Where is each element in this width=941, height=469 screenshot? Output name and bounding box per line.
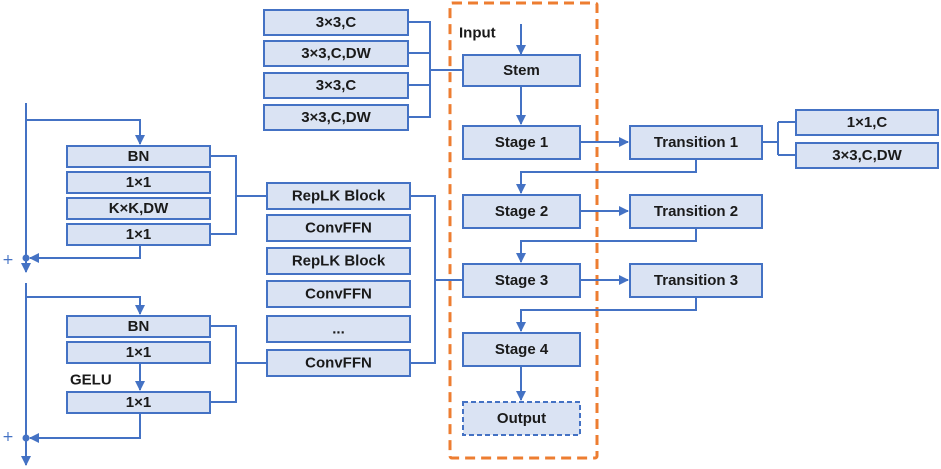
stage-block-replk-1-label: RepLK Block	[292, 188, 386, 205]
stage-block-ellipsis-label: ...	[332, 321, 345, 338]
stage-block-ellipsis: ...	[266, 315, 411, 343]
stage-block-replk-1: RepLK Block	[266, 182, 411, 210]
stem-label: Stem	[503, 62, 540, 79]
transition-detail-conv2: 3×3,C,DW	[795, 142, 939, 169]
stage-block-convffn-2: ConvFFN	[266, 280, 411, 308]
replk-plus-sign: +	[2, 252, 14, 268]
transition2-label: Transition 2	[654, 203, 738, 220]
replk-add-node	[22, 254, 30, 262]
ffn-add-node	[22, 434, 30, 442]
replk-bn: BN	[66, 145, 211, 168]
stage-blocks-bracket	[410, 195, 463, 364]
stage-block-replk-2-label: RepLK Block	[292, 253, 386, 270]
stage-block-convffn-last: ConvFFN	[266, 349, 411, 377]
stem-node: Stem	[462, 54, 581, 87]
ffn-gelu-label: GELU	[70, 372, 112, 389]
ffn-exit-arrow	[29, 413, 141, 443]
stem-detail-c1: 3×3,C	[263, 9, 409, 36]
replk-conv1x1-b-label: 1×1	[126, 226, 151, 243]
transition2-node: Transition 2	[629, 194, 763, 229]
transition1-node: Transition 1	[629, 125, 763, 160]
stage-block-convffn-last-label: ConvFFN	[305, 355, 372, 372]
stem-detail-c4: 3×3,C,DW	[263, 104, 409, 131]
stage-block-replk-2: RepLK Block	[266, 247, 411, 275]
stem-detail-c1-label: 3×3,C	[316, 14, 357, 31]
transition-detail-conv1-label: 1×1,C	[847, 114, 888, 131]
stage2-label: Stage 2	[495, 203, 548, 220]
replk-conv1x1-a-label: 1×1	[126, 174, 151, 191]
output-label: Output	[497, 410, 546, 427]
transition3-to-stage4-arrow	[516, 297, 697, 332]
stem-detail-c3-label: 3×3,C	[316, 77, 357, 94]
ffn-to-block-bracket	[210, 325, 267, 403]
replk-to-block-bracket	[210, 155, 267, 235]
pipeline-frame	[448, 1, 599, 460]
ffn-conv1x1-b: 1×1	[66, 391, 211, 414]
replk-kxk-dw: K×K,DW	[66, 197, 211, 220]
stage3-label: Stage 3	[495, 272, 548, 289]
stage1-node: Stage 1	[462, 125, 581, 160]
replk-conv1x1-a: 1×1	[66, 171, 211, 194]
ffn-conv1x1-a-label: 1×1	[126, 344, 151, 361]
replk-conv1x1-b: 1×1	[66, 223, 211, 246]
transition3-label: Transition 3	[654, 272, 738, 289]
stage-block-convffn-1-label: ConvFFN	[305, 220, 372, 237]
transition-detail-conv1: 1×1,C	[795, 109, 939, 136]
replk-entry-arrow	[26, 119, 145, 145]
stem-detail-bracket	[408, 21, 463, 118]
transition-detail-conv2-label: 3×3,C,DW	[832, 147, 902, 164]
ffn-bn-label: BN	[128, 318, 150, 335]
ffn-conv1x1-a: 1×1	[66, 341, 211, 364]
ffn-plus-sign: +	[2, 429, 14, 445]
stage2-node: Stage 2	[462, 194, 581, 229]
replk-bn-label: BN	[128, 148, 150, 165]
transition-detail-bracket	[762, 121, 796, 156]
stage-block-convffn-1: ConvFFN	[266, 214, 411, 242]
transition3-node: Transition 3	[629, 263, 763, 298]
transition2-to-stage3-arrow	[516, 228, 697, 263]
input-label: Input	[459, 25, 496, 42]
stem-detail-c2: 3×3,C,DW	[263, 40, 409, 67]
ffn-conv1x1-b-label: 1×1	[126, 394, 151, 411]
stage4-node: Stage 4	[462, 332, 581, 367]
ffn-entry-arrow	[26, 296, 145, 315]
ffn-bn: BN	[66, 315, 211, 338]
stage1-label: Stage 1	[495, 134, 548, 151]
output-node: Output	[462, 401, 581, 436]
stage3-node: Stage 3	[462, 263, 581, 298]
stem-detail-c2-label: 3×3,C,DW	[301, 45, 371, 62]
replk-exit-arrow	[29, 245, 141, 263]
transition1-label: Transition 1	[654, 134, 738, 151]
transition1-to-stage2-arrow	[516, 159, 697, 194]
stem-detail-c3: 3×3,C	[263, 72, 409, 99]
stage4-label: Stage 4	[495, 341, 549, 358]
replk-kxk-dw-label: K×K,DW	[109, 200, 169, 217]
stem-detail-c4-label: 3×3,C,DW	[301, 109, 371, 126]
stage-block-convffn-2-label: ConvFFN	[305, 286, 372, 303]
